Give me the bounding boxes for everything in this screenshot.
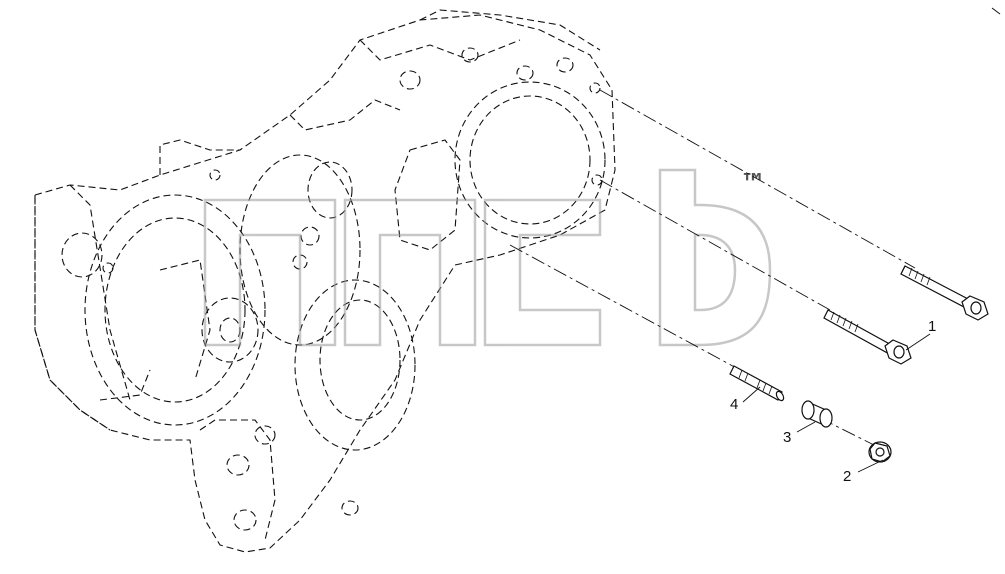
assembly-center-lines [509, 89, 916, 449]
stud-4 [729, 365, 785, 402]
nut-2 [868, 441, 892, 463]
trademark-symbol: ™ [740, 169, 766, 199]
bolt-1 [823, 309, 912, 365]
callout-2: 2 [843, 468, 851, 485]
callout-3: 3 [783, 429, 791, 446]
watermark-logo [203, 168, 772, 347]
bolt-upper [900, 265, 989, 321]
corner-mark-icon [991, 7, 1001, 15]
callout-1: 1 [928, 318, 936, 335]
callout-leaders [742, 333, 931, 473]
housing-phantom-outline [34, 9, 616, 553]
callout-4: 4 [730, 396, 738, 413]
spacer-3 [801, 400, 833, 428]
